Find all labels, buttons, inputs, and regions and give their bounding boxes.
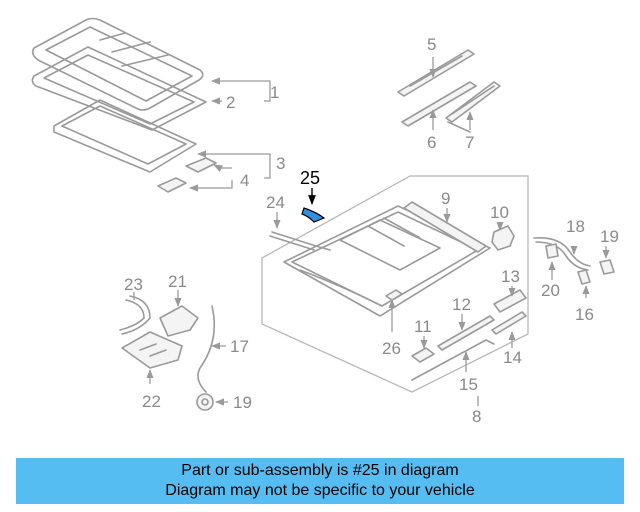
label-14: 14 [503,348,522,367]
label-22: 22 [142,392,161,411]
part-24-drain-hose [269,212,331,251]
part-17-drain-tube [197,305,226,393]
part-23-hose [119,292,151,335]
parts-5-6-7-rails [397,49,501,133]
part-1-glass-panel [31,17,204,111]
part-4-brackets [157,157,217,193]
label-5: 5 [427,35,436,54]
part-21-module [159,290,199,337]
label-13: 13 [501,267,520,286]
label-19a: 19 [600,227,619,246]
label-8: 8 [472,407,481,426]
label-21: 21 [168,272,187,291]
info-banner: Part or sub-assembly is #25 in diagram D… [16,458,624,504]
part-22-bracket-plate [121,331,183,384]
label-1: 1 [270,83,279,102]
label-16: 16 [575,305,594,324]
label-4: 4 [240,171,249,190]
part-3-sunshade [53,99,197,173]
label-6: 6 [427,133,436,152]
sunroof-parts-diagram: 1 2 3 4 5 6 7 8 9 10 11 12 13 14 15 16 1… [31,17,619,426]
parts-16-20-right-side [533,236,615,298]
parts-11-15-lower-assembly [411,286,527,406]
label-9: 9 [441,189,450,208]
label-24: 24 [266,193,285,212]
label-11: 11 [414,317,432,336]
callout-brackets-1-4 [189,77,271,192]
label-20: 20 [541,281,560,300]
label-23: 23 [124,275,143,294]
banner-line-1: Part or sub-assembly is #25 in diagram [181,462,459,479]
banner-line-2: Diagram may not be specific to your vehi… [165,482,475,499]
part-25-highlighted [301,188,326,223]
label-2: 2 [226,93,235,112]
label-7: 7 [465,133,474,152]
part-10-motor [491,221,515,251]
part-26-clip [385,289,403,332]
label-3: 3 [276,154,285,173]
label-18: 18 [566,217,585,236]
label-10: 10 [490,203,509,222]
part-8-sunroof-frame [261,175,529,393]
label-19b: 19 [233,393,252,412]
label-12: 12 [452,295,471,314]
part-19-grommet [196,393,228,411]
label-26: 26 [382,339,401,358]
part-9-wind-deflector [403,201,487,253]
label-25: 25 [300,168,320,188]
part-2-glass-seal [31,46,207,131]
label-17: 17 [230,337,249,356]
label-15: 15 [459,375,478,394]
